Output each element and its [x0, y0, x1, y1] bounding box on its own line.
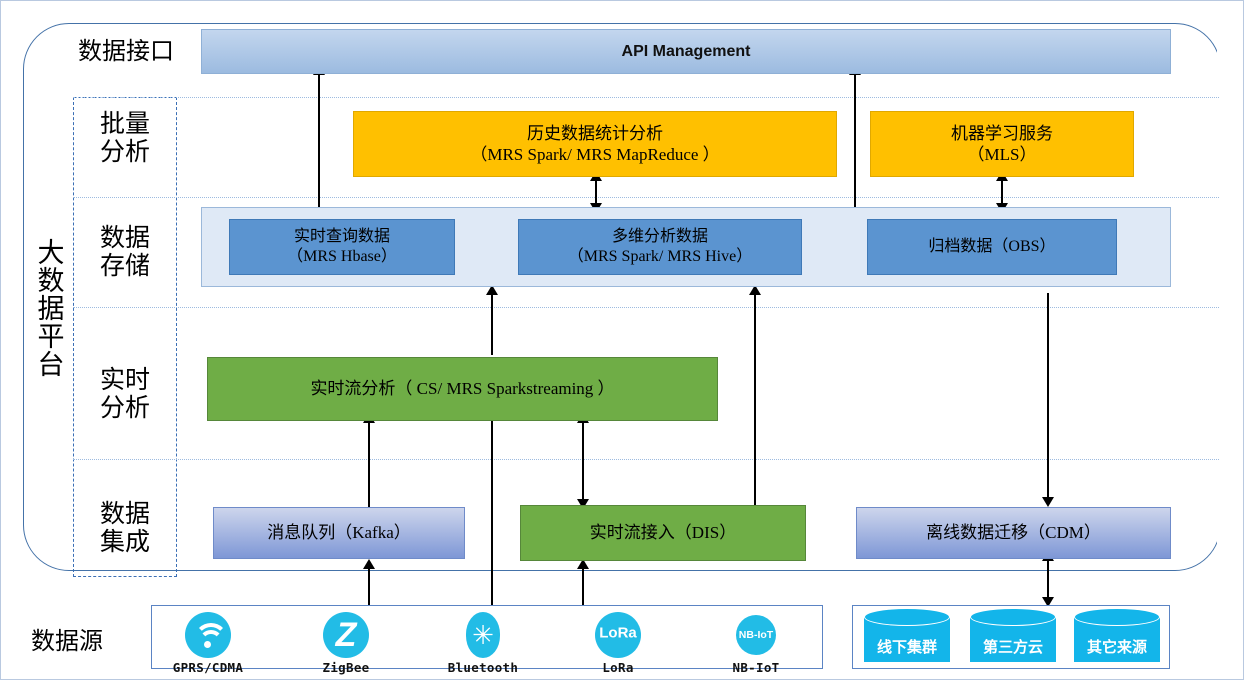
history-analysis-box[interactable]: 历史数据统计分析 （MRS Spark/ MRS MapReduce ）	[353, 111, 837, 177]
external-source-panel: 线下集群 第三方云 其它来源	[852, 605, 1170, 669]
row-separator-2	[73, 197, 1219, 198]
arrow-obs-to-api	[854, 73, 857, 223]
lora-glyph: LoRa	[599, 624, 637, 642]
realtime-query-box[interactable]: 实时查询数据 （MRS Hbase）	[229, 219, 455, 275]
realtime-query-line1: 实时查询数据	[293, 228, 390, 245]
data-source-label: 数据源	[31, 629, 103, 655]
machine-learning-line1: 机器学习服务	[951, 123, 1053, 143]
message-queue-box[interactable]: 消息队列（Kafka）	[213, 507, 465, 559]
external-source-label-1: 第三方云	[982, 640, 1043, 656]
history-analysis-line2: （MRS Spark/ MRS MapReduce ）	[470, 145, 720, 164]
row-separator-3	[73, 307, 1219, 308]
arrow-history-storage	[595, 177, 598, 213]
arrow-stream-to-storage	[491, 293, 494, 355]
protocol-item-zigbee[interactable]: Z ZigBee	[298, 611, 394, 675]
arrow-source-to-dis	[582, 567, 585, 609]
arrow-cdm-external-head-down	[1042, 597, 1054, 607]
row-label-realtime-analysis: 实时 分析	[99, 367, 150, 422]
api-management-box[interactable]: API Management	[201, 29, 1171, 74]
row-label-batch-analysis: 批量 分析	[99, 111, 150, 166]
realtime-query-line2: （MRS Hbase）	[287, 248, 397, 265]
protocol-item-bluetooth[interactable]: ✳ Bluetooth	[435, 611, 531, 675]
protocol-caption-nbiot: NB-IoT	[732, 660, 780, 675]
arrow-cdm-external	[1047, 559, 1050, 607]
history-analysis-line1: 历史数据统计分析	[527, 123, 663, 143]
external-source-item-other[interactable]: 其它来源	[1074, 608, 1160, 670]
archive-data-box[interactable]: 归档数据（OBS）	[867, 219, 1117, 275]
external-source-label-0: 线下集群	[876, 640, 937, 656]
arrow-source-to-kafka	[368, 567, 371, 609]
protocol-caption-gprs: GPRS/CDMA	[172, 660, 244, 675]
stream-ingest-box[interactable]: 实时流接入（DIS）	[520, 505, 806, 561]
nbiot-icon: NB-IoT	[732, 611, 780, 659]
bluetooth-glyph: ✳	[472, 620, 494, 650]
frame-edge-mask	[1217, 41, 1243, 553]
protocol-caption-bluetooth: Bluetooth	[447, 660, 519, 675]
machine-learning-box[interactable]: 机器学习服务 （MLS）	[870, 111, 1134, 177]
platform-label-char-4: 台	[37, 350, 65, 381]
arrow-mls-obs	[1001, 177, 1004, 213]
platform-vertical-label: 大 数 据 平 台	[31, 239, 71, 379]
arrow-kafka-to-stream	[368, 421, 371, 509]
protocol-caption-zigbee: ZigBee	[322, 660, 370, 675]
multidim-analysis-box[interactable]: 多维分析数据 （MRS Spark/ MRS Hive）	[518, 219, 802, 275]
arrow-dis-stream	[582, 421, 585, 509]
row-label-data-storage: 数据 存储	[99, 225, 150, 280]
external-source-label-2: 其它来源	[1086, 640, 1147, 656]
platform-label-char-0: 大	[37, 238, 65, 268]
row-separator-1	[73, 97, 1219, 98]
arrow-storage-to-cdm-head	[1042, 497, 1054, 507]
arrow-storage-to-cdm	[1047, 293, 1050, 505]
arrow-hbase-to-api	[318, 73, 321, 223]
multidim-analysis-line1: 多维分析数据	[611, 228, 708, 245]
arrow-dis-to-storage-head	[749, 285, 761, 295]
protocol-source-panel: GPRS/CDMA Z ZigBee ✳ Bluetooth LoRa LoRa	[151, 605, 823, 675]
row-label-data-integration: 数据 集成	[99, 501, 150, 556]
big-data-platform-frame	[23, 23, 1221, 571]
lora-icon: LoRa	[594, 611, 642, 659]
arrow-dis-to-storage	[754, 293, 757, 505]
platform-label-char-2: 据	[37, 294, 65, 325]
nbiot-glyph: NB-IoT	[738, 629, 774, 641]
arrow-stream-to-storage-head	[486, 285, 498, 295]
zigbee-icon: Z	[322, 611, 370, 659]
row-separator-4	[73, 459, 1219, 460]
protocol-item-gprs[interactable]: GPRS/CDMA	[160, 611, 256, 675]
stream-analysis-box[interactable]: 实时流分析（ CS/ MRS Sparkstreaming ）	[207, 357, 718, 421]
protocol-item-lora[interactable]: LoRa LoRa	[570, 611, 666, 675]
arrow-source-to-dis-head	[577, 559, 589, 569]
external-source-item-offline-cluster[interactable]: 线下集群	[864, 608, 950, 670]
wifi-icon	[184, 611, 232, 659]
arrow-source-to-kafka-head	[363, 559, 375, 569]
external-source-item-third-party-cloud[interactable]: 第三方云	[970, 608, 1056, 670]
multidim-analysis-line2: （MRS Spark/ MRS Hive）	[567, 248, 753, 265]
platform-label-char-3: 平	[37, 322, 65, 353]
arrow-source-to-stream-long	[491, 421, 494, 611]
row-label-data-interface: 数据接口	[78, 39, 174, 65]
offline-migration-box[interactable]: 离线数据迁移（CDM）	[856, 507, 1171, 559]
protocol-item-nbiot[interactable]: NB-IoT NB-IoT	[708, 611, 804, 675]
protocol-caption-lora: LoRa	[602, 660, 634, 675]
zigbee-glyph: Z	[335, 616, 357, 654]
machine-learning-line2: （MLS）	[967, 145, 1037, 164]
platform-label-char-1: 数	[37, 266, 65, 297]
arrow-dis-stream-head-down	[577, 499, 589, 509]
bluetooth-icon: ✳	[459, 611, 507, 659]
